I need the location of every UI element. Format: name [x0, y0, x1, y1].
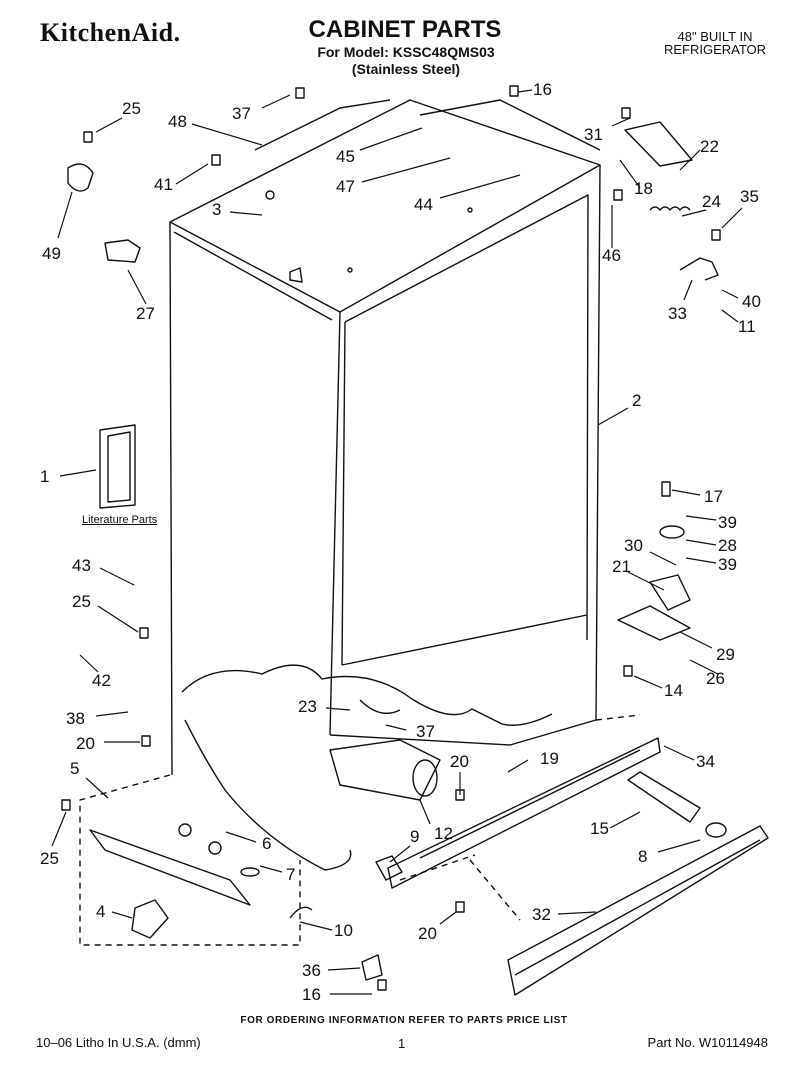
ordering-note: FOR ORDERING INFORMATION REFER TO PARTS …: [240, 1015, 568, 1026]
callout: 37: [232, 104, 251, 123]
filter-housing: [627, 771, 701, 823]
literature-pack: [99, 424, 136, 509]
callout: 20: [76, 734, 95, 753]
callout: 33: [668, 304, 687, 323]
literature-parts-label: Literature Parts: [82, 514, 158, 526]
kickplate: [507, 825, 769, 996]
page-number: 1: [398, 1036, 406, 1051]
page-title: CABINET PARTS: [308, 16, 502, 43]
callout: 34: [696, 752, 715, 771]
callout: 8: [638, 847, 648, 866]
callout: 20: [418, 924, 437, 943]
tubing: [359, 699, 401, 714]
callout: 7: [286, 865, 296, 884]
bracket: [679, 257, 719, 281]
callout: 2: [632, 391, 642, 410]
callout: 39: [718, 513, 737, 532]
callout: 41: [154, 175, 173, 194]
callout: 42: [92, 671, 111, 690]
product-type: 48" BUILT IN REFRIGERATOR: [640, 30, 790, 56]
callout: 16: [533, 80, 552, 99]
air-duct: [329, 739, 441, 801]
callout: 17: [704, 487, 723, 506]
callout: 23: [298, 697, 317, 716]
callout: 14: [664, 681, 683, 700]
callout: 45: [336, 147, 355, 166]
hinge-pin: [661, 481, 671, 497]
callout: 26: [706, 669, 725, 688]
toe-grille: [387, 737, 661, 889]
callout: 25: [72, 592, 91, 611]
mounting-bracket: [361, 954, 383, 981]
brand-logo: KitchenAid.: [40, 18, 181, 47]
callout: 15: [590, 819, 609, 838]
spring: [649, 206, 691, 211]
callout: 12: [434, 824, 453, 843]
callout: 39: [718, 555, 737, 574]
callout: 16: [302, 985, 321, 1004]
top-hinge: [624, 121, 693, 167]
callout: 11: [738, 317, 756, 336]
product-line-1: 48" BUILT IN: [677, 29, 753, 44]
cable-clamp: [104, 239, 141, 263]
callout: 27: [136, 304, 155, 323]
callout: 40: [742, 292, 761, 311]
callout: 4: [96, 902, 106, 921]
wire-clip: [289, 906, 313, 919]
model-info: For Model: KSSC48QMS03 (Stainless Steel): [296, 44, 516, 78]
part-number: Part No. W10114948: [647, 1035, 768, 1050]
grille-clip: [375, 855, 403, 881]
callout: 10: [334, 921, 353, 940]
callout: 48: [168, 112, 187, 131]
water-valve: [131, 899, 169, 939]
finish-line: (Stainless Steel): [351, 61, 461, 77]
product-line-2: REFRIGERATOR: [663, 42, 767, 57]
callout: 9: [410, 827, 420, 846]
callout: 37: [416, 722, 435, 741]
callout: 25: [40, 849, 59, 868]
callout: 32: [532, 905, 551, 924]
litho-line: 10–06 Litho In U.S.A. (dmm): [36, 1035, 201, 1050]
callout: 36: [302, 961, 321, 980]
cabinet-shell: [169, 99, 601, 776]
callout: 46: [602, 246, 621, 265]
callout: 38: [66, 709, 85, 728]
callout: 29: [716, 645, 735, 664]
callout: 35: [740, 187, 759, 206]
callout: 44: [414, 195, 433, 214]
callout: 1: [40, 467, 50, 486]
callout: 43: [72, 556, 91, 575]
callout: 24: [702, 192, 721, 211]
tubing-clip: [67, 163, 94, 192]
callout: 21: [612, 557, 631, 576]
hinge-bracket: [649, 574, 691, 611]
callout: 28: [718, 536, 737, 555]
callout: 31: [584, 125, 603, 144]
callout: 47: [336, 177, 355, 196]
callout: 6: [262, 834, 272, 853]
callout: 5: [70, 759, 80, 778]
callout: 18: [634, 179, 653, 198]
valve-bracket: [89, 829, 251, 906]
leader-lines: [51, 89, 743, 995]
callout: 19: [540, 749, 559, 768]
callout: 22: [700, 137, 719, 156]
model-line: For Model: KSSC48QMS03: [317, 44, 495, 60]
callout: 20: [450, 752, 469, 771]
callout: 30: [624, 536, 643, 555]
callout: 49: [42, 244, 61, 263]
callout: 25: [122, 99, 141, 118]
callout: 3: [212, 200, 222, 219]
bottom-hinge: [617, 605, 691, 641]
